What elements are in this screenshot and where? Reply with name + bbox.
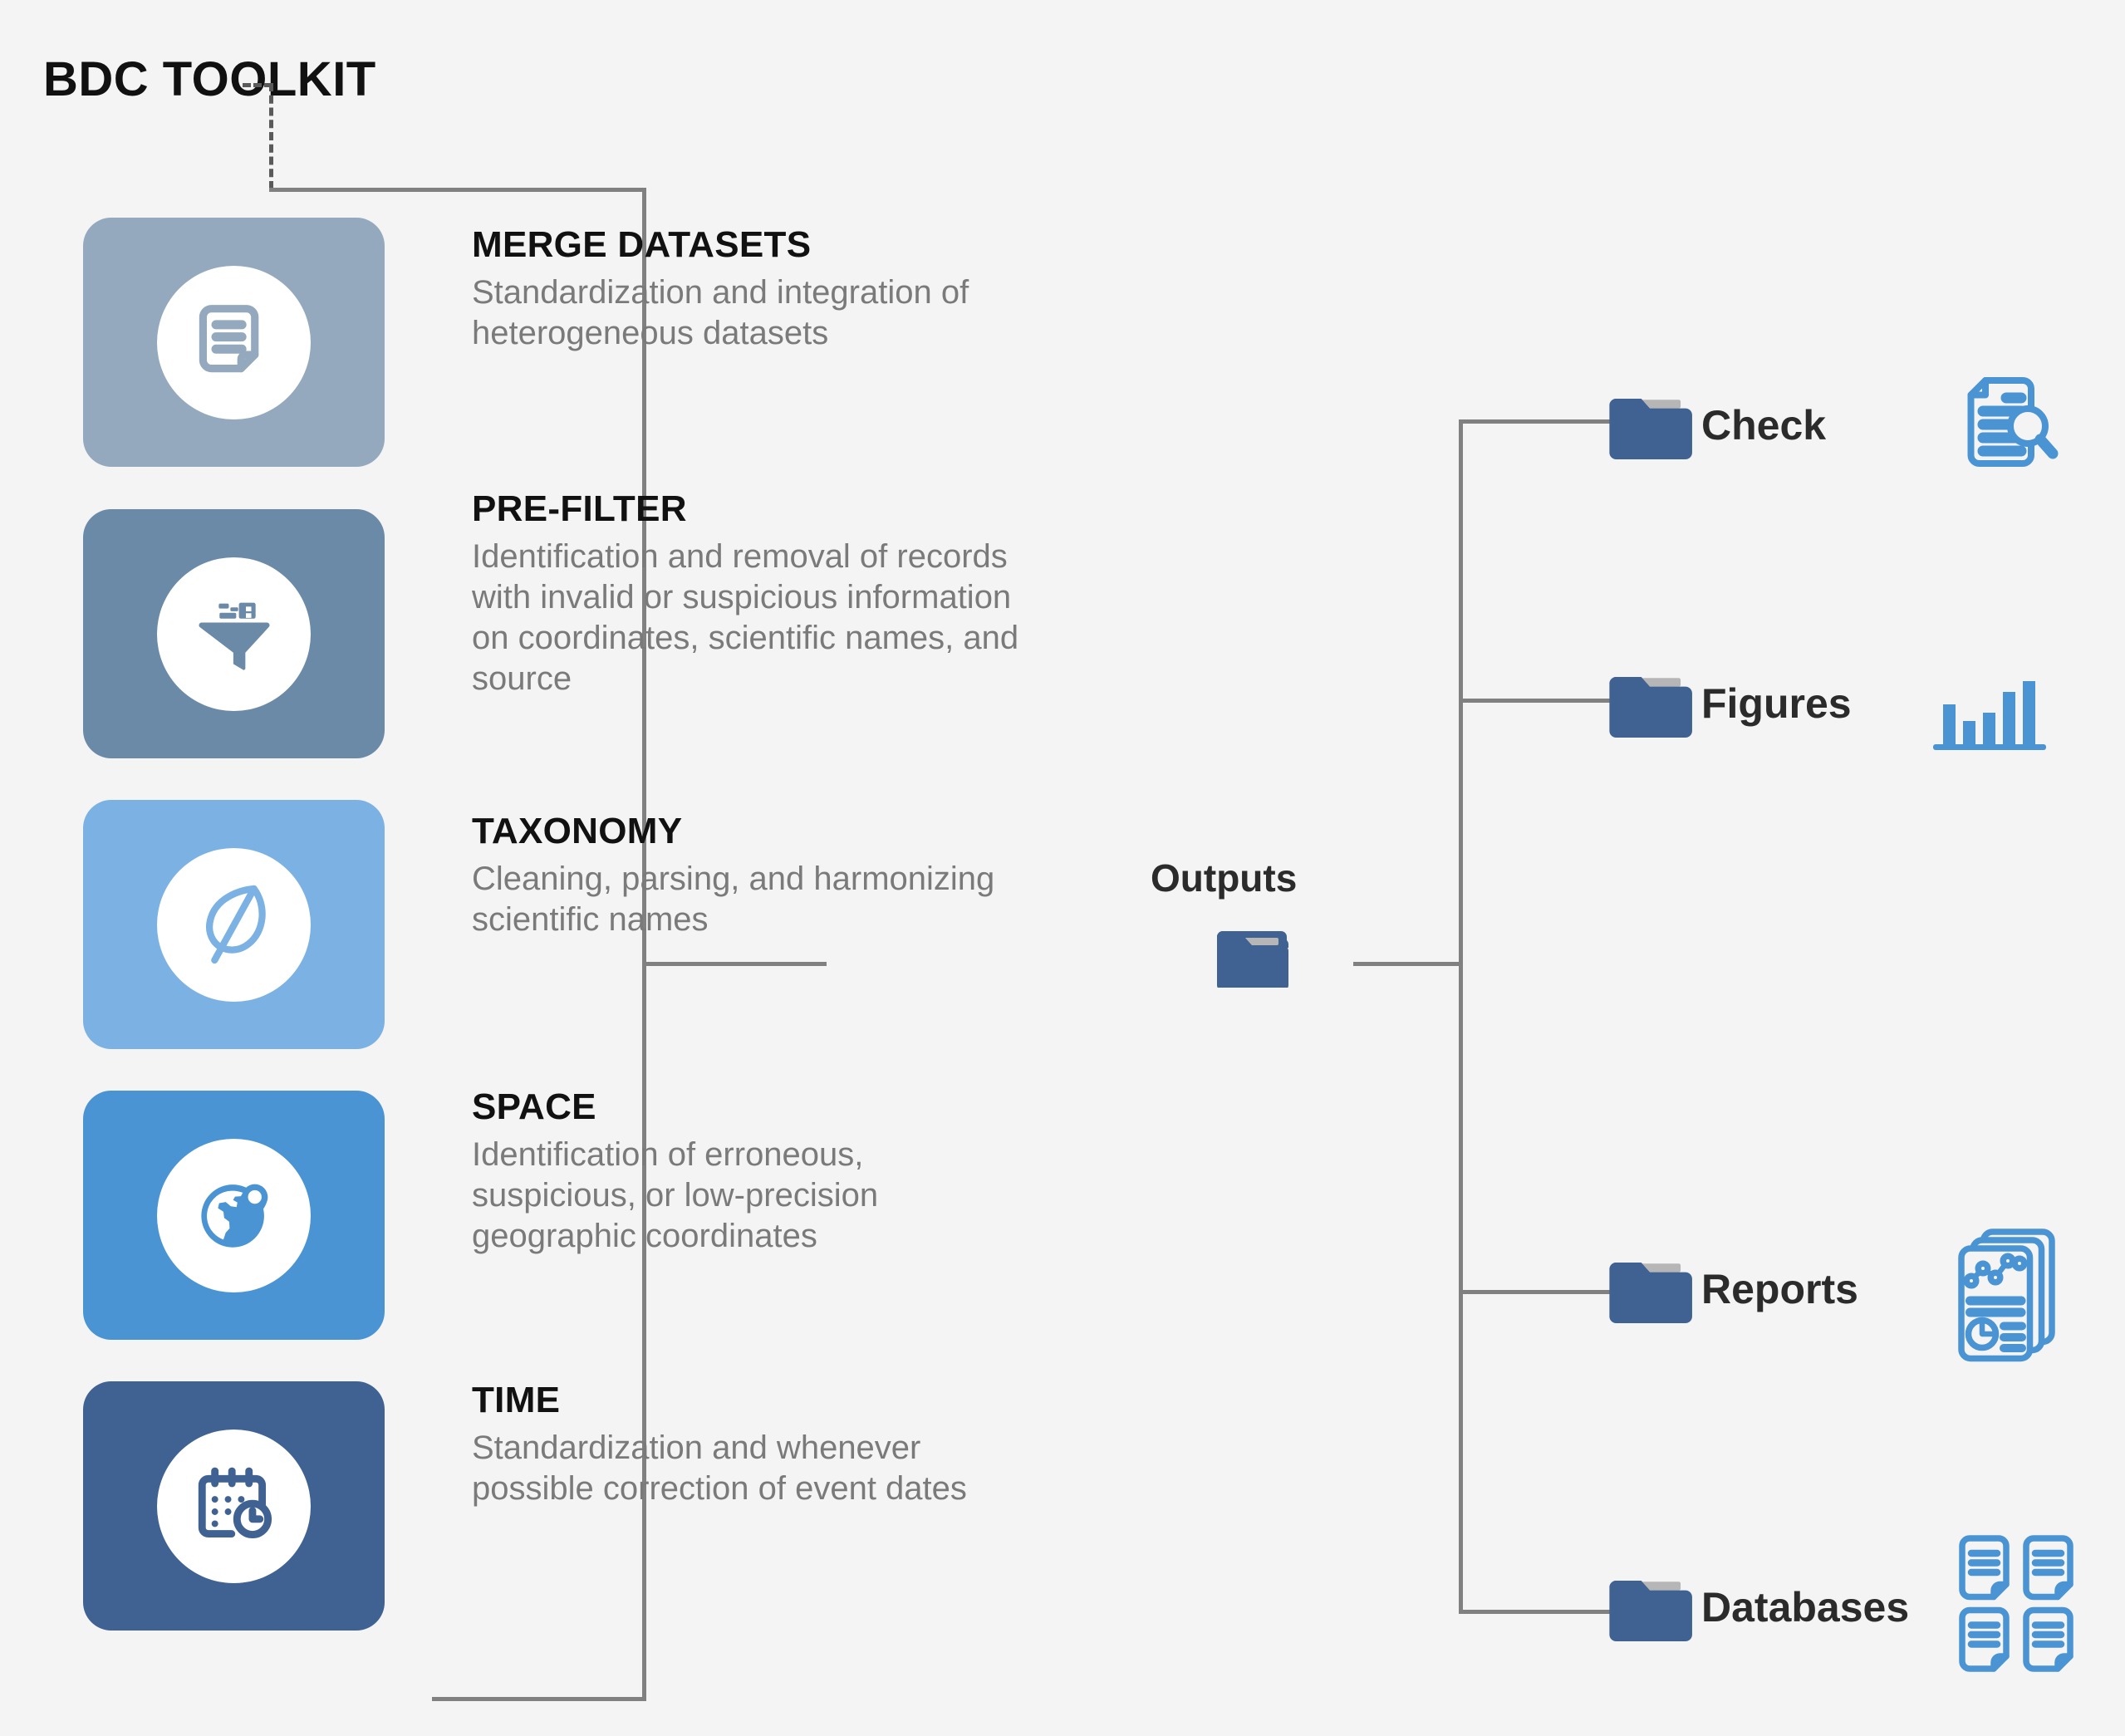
step-tile-space[interactable] bbox=[83, 1091, 385, 1340]
output-item-databases[interactable]: Databases bbox=[1603, 1568, 1909, 1645]
icon-circle bbox=[157, 1138, 311, 1292]
output-item-label: Check bbox=[1701, 401, 1827, 449]
step-title: SPACE bbox=[472, 1086, 596, 1127]
output-item-label: Reports bbox=[1701, 1265, 1858, 1312]
output-item-check[interactable]: Check bbox=[1603, 386, 1826, 463]
page-title: BDC TOOLKIT bbox=[43, 52, 376, 106]
output-item-label: Databases bbox=[1701, 1583, 1910, 1631]
document-icon bbox=[189, 297, 280, 388]
report-stack-icon bbox=[1948, 1225, 2064, 1379]
branch-bracket-spine bbox=[1459, 419, 1463, 1614]
step-description: Standardization and whenever possible co… bbox=[472, 1430, 967, 1507]
step-title: TAXONOMY bbox=[472, 811, 683, 851]
panel-bracket-right bbox=[642, 188, 646, 1701]
folder-icon bbox=[1603, 1568, 1696, 1645]
step-title: PRE-FILTER bbox=[472, 488, 687, 529]
step-text-space: SPACE Identification of erroneous, suspi… bbox=[472, 1086, 987, 1257]
icon-circle bbox=[157, 265, 311, 419]
step-description: Identification and removal of records wi… bbox=[472, 538, 1019, 697]
branch-connector-reports bbox=[1459, 1290, 1618, 1294]
outputs-to-branches-connector bbox=[1353, 962, 1461, 966]
branch-connector-figures bbox=[1459, 699, 1618, 703]
title-connector-vertical bbox=[269, 83, 273, 189]
branch-connector-databases bbox=[1459, 1610, 1618, 1614]
icon-circle bbox=[157, 847, 311, 1002]
step-title: TIME bbox=[472, 1380, 561, 1420]
document-grid-icon bbox=[1956, 1535, 2081, 1676]
step-description: Identification of erroneous, suspicious,… bbox=[472, 1136, 879, 1254]
leaf-icon bbox=[186, 876, 282, 973]
step-description: Cleaning, parsing, and harmonizing scien… bbox=[472, 861, 995, 938]
step-text-merge: MERGE DATASETS Standardization and integ… bbox=[472, 224, 1053, 354]
folder-icon bbox=[1603, 664, 1696, 742]
icon-circle bbox=[157, 557, 311, 711]
step-text-taxonomy: TAXONOMY Cleaning, parsing, and harmoniz… bbox=[472, 812, 1053, 940]
step-tile-taxonomy[interactable] bbox=[83, 800, 385, 1049]
step-tile-merge[interactable] bbox=[83, 218, 385, 467]
step-title: MERGE DATASETS bbox=[472, 224, 812, 265]
output-item-figures[interactable]: Figures bbox=[1603, 664, 1852, 742]
document-search-icon bbox=[1956, 372, 2064, 493]
calendar-clock-icon bbox=[188, 1459, 281, 1552]
title-connector-horizontal bbox=[243, 83, 272, 87]
icon-circle bbox=[157, 1429, 311, 1583]
step-tile-time[interactable] bbox=[83, 1381, 385, 1631]
output-item-label: Figures bbox=[1701, 679, 1852, 727]
globe-pin-icon bbox=[188, 1169, 281, 1262]
panel-bracket-bottom bbox=[432, 1697, 646, 1701]
folder-icon bbox=[1603, 1250, 1696, 1327]
panel-to-outputs-connector bbox=[642, 962, 827, 966]
step-description: Standardization and integration of heter… bbox=[472, 274, 969, 351]
step-tile-prefilter[interactable] bbox=[83, 509, 385, 758]
step-text-prefilter: PRE-FILTER Identification and removal of… bbox=[472, 488, 1045, 699]
step-text-time: TIME Standardization and whenever possib… bbox=[472, 1380, 1004, 1509]
outputs-label: Outputs bbox=[1151, 856, 1298, 900]
panel-bracket-top bbox=[269, 188, 646, 192]
folder-icon bbox=[1603, 386, 1696, 463]
branch-connector-check bbox=[1459, 419, 1618, 424]
bar-chart-icon bbox=[1931, 664, 2073, 760]
outputs-folder-icon[interactable] bbox=[1215, 924, 1288, 992]
filter-funnel-icon bbox=[188, 587, 281, 680]
output-item-reports[interactable]: Reports bbox=[1603, 1250, 1858, 1327]
